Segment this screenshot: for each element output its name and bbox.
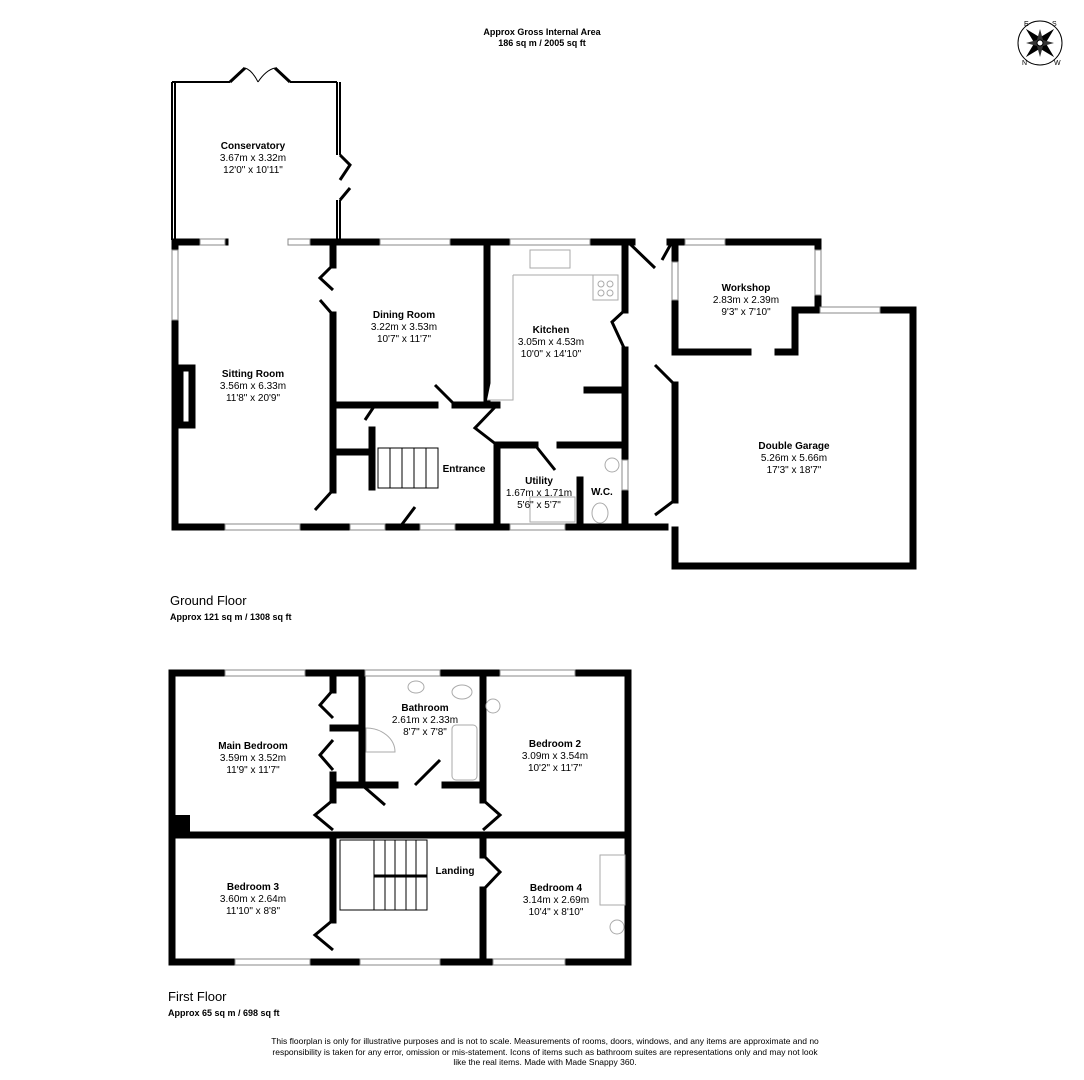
shower-icon — [365, 727, 396, 753]
room-label: 5.26m x 5.66m — [761, 453, 827, 464]
room-label: N — [1022, 60, 1027, 67]
windows — [224, 669, 576, 966]
staircase — [377, 447, 439, 489]
room-label: Bedroom 3 — [227, 882, 280, 893]
room-label: Main Bedroom — [218, 741, 288, 752]
toilet-icon — [591, 502, 609, 524]
room-label: 10'4" x 8'10" — [529, 907, 584, 918]
utility-sink-icon — [529, 496, 576, 523]
first-floor-area: Approx 65 sq m / 698 sq ft — [168, 1008, 280, 1018]
room-label: W — [1054, 60, 1061, 67]
room-label: Landing — [436, 866, 475, 877]
room-label: 3.05m x 4.53m — [518, 337, 584, 348]
room-label: 3.09m x 3.54m — [522, 751, 588, 762]
room-label: 11'10" x 8'8" — [226, 906, 281, 917]
hob-icon — [592, 274, 619, 301]
staircase — [339, 839, 428, 911]
room-label: Bathroom — [401, 703, 448, 714]
bath-icon — [451, 724, 478, 781]
room-label: 8'7" x 7'8" — [403, 727, 447, 738]
ground-floor-title: Ground Floor — [170, 593, 247, 608]
room-label: 3.56m x 6.33m — [220, 381, 286, 392]
room-label: 3.59m x 3.52m — [220, 753, 286, 764]
room-label: 12'0" x 10'11" — [223, 165, 283, 176]
ground-floor-plan: Conservatory 3.67m x 3.32m 12'0" x 10'11… — [170, 66, 917, 622]
room-label: 17'3" x 18'7" — [767, 465, 822, 476]
room-label: 10'2" x 11'7" — [528, 763, 583, 774]
header-area: 186 sq m / 2005 sq ft — [498, 38, 586, 48]
basin-icon — [407, 680, 425, 694]
first-floor-title: First Floor — [168, 989, 227, 1004]
room-label: W.C. — [591, 487, 613, 498]
room-label: Utility — [525, 476, 553, 487]
room-label: 3.14m x 2.69m — [523, 895, 589, 906]
room-label: 3.60m x 2.64m — [220, 894, 286, 905]
compass-icon: E S N W — [1017, 20, 1063, 67]
room-label: Workshop — [722, 283, 771, 294]
room-label: 2.83m x 2.39m — [713, 295, 779, 306]
room-label: E — [1024, 21, 1029, 28]
room-label: 2.61m x 2.33m — [392, 715, 458, 726]
room-label: Conservatory — [221, 141, 286, 152]
room-label: Bedroom 2 — [529, 739, 582, 750]
room-label: Double Garage — [758, 441, 830, 452]
room-label: Dining Room — [373, 310, 435, 321]
room-label: 9'3" x 7'10" — [721, 307, 771, 318]
room-label: 3.67m x 3.32m — [220, 153, 286, 164]
sink-icon — [529, 249, 571, 269]
toilet-icon — [451, 684, 473, 700]
room-label: 10'7" x 11'7" — [377, 334, 432, 345]
room-label: Sitting Room — [222, 369, 284, 380]
header-title: Approx Gross Internal Area — [483, 27, 601, 37]
room-label: 1.67m x 1.71m — [506, 488, 572, 499]
ground-floor-area: Approx 121 sq m / 1308 sq ft — [170, 612, 292, 622]
room-label: Entrance — [443, 464, 486, 475]
room-label: 11'9" x 11'7" — [226, 765, 280, 776]
first-floor-plan: Main Bedroom 3.59m x 3.52m 11'9" x 11'7"… — [168, 669, 632, 1018]
room-label: 11'8" x 20'9" — [226, 393, 281, 404]
basin-icon — [604, 457, 620, 473]
room-label: Bedroom 4 — [530, 883, 583, 894]
room-label: 5'6" x 5'7" — [517, 500, 561, 511]
room-label: 3.22m x 3.53m — [371, 322, 437, 333]
disclaimer: This floorplan is only for illustrative … — [271, 1036, 819, 1067]
room-label: Kitchen — [533, 325, 570, 336]
room-label: 10'0" x 14'10" — [521, 349, 582, 360]
windows — [171, 238, 881, 531]
room-label: S — [1052, 21, 1057, 28]
